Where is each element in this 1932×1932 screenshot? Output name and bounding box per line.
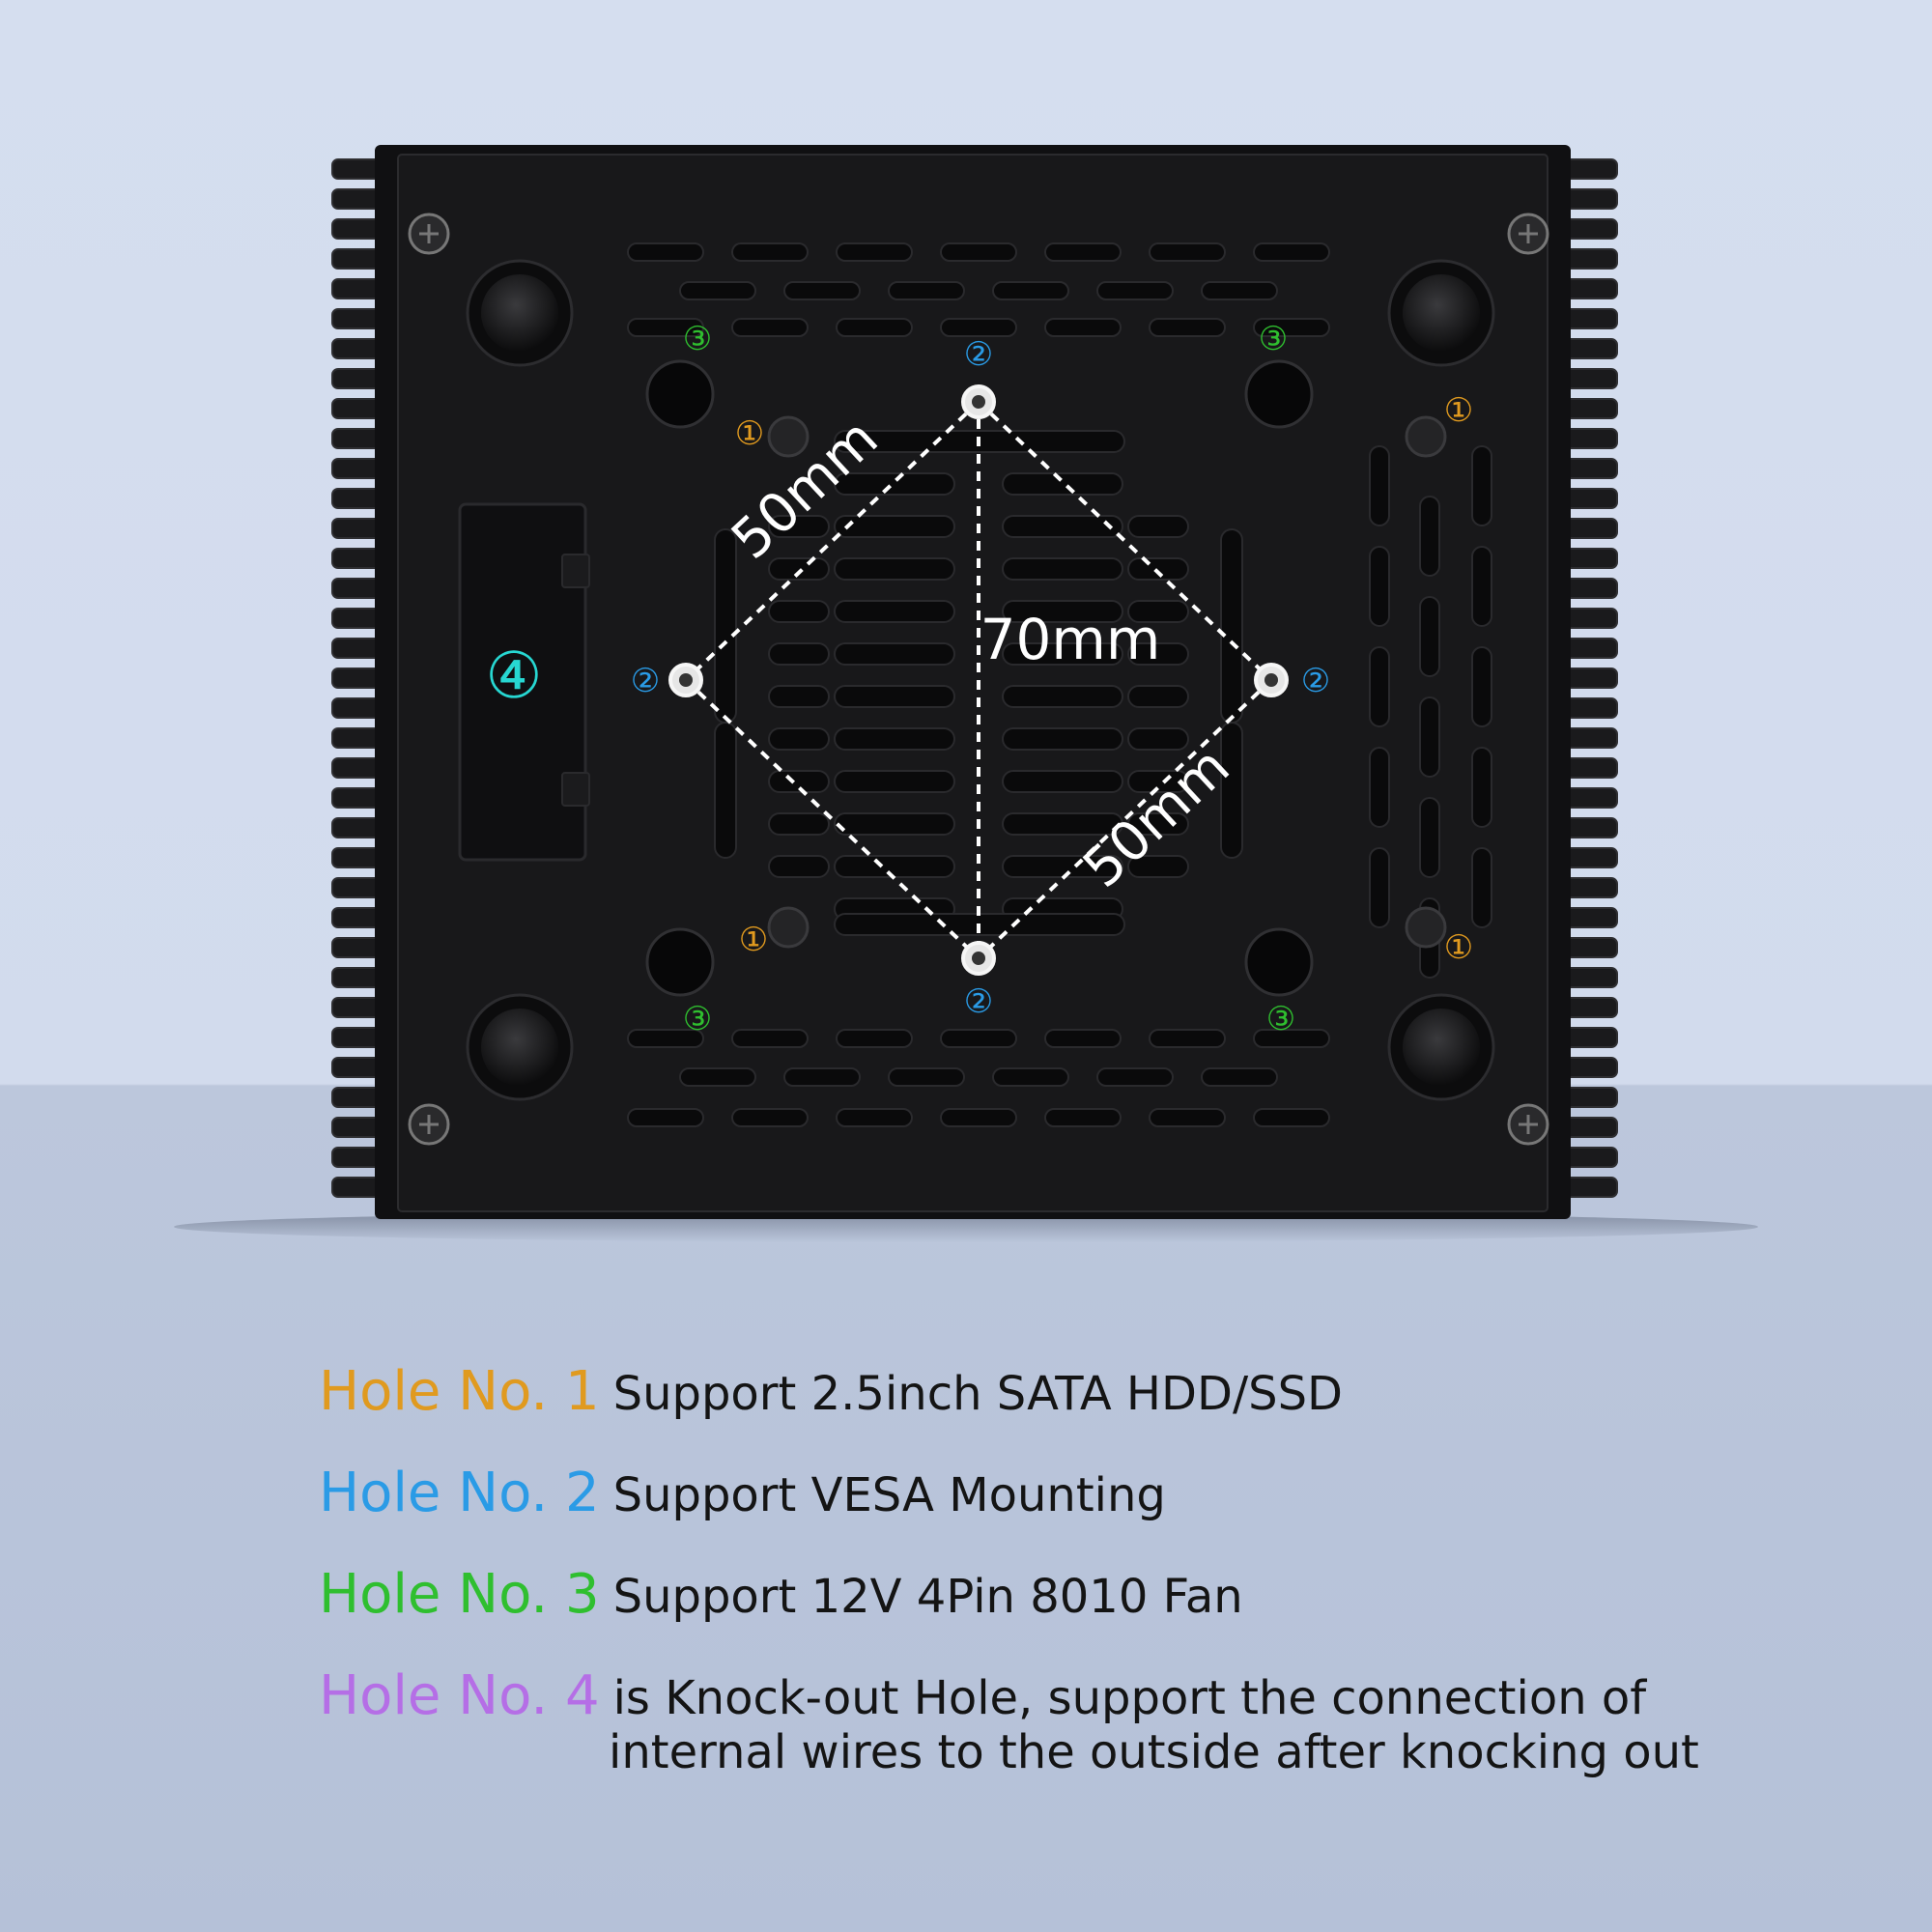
legend-hole-label: Hole No. 1: [319, 1360, 600, 1423]
hdd-holes: [767, 415, 1447, 949]
marker-hole1: ①: [1444, 928, 1473, 967]
legend-row-4-continued: internal wires to the outside after knoc…: [609, 1725, 1699, 1779]
heatsink-fins-right: [1564, 158, 1618, 1198]
marker-hole2: ②: [1301, 662, 1330, 700]
corner-screws: [408, 213, 1549, 1146]
legend-hole-label: Hole No. 3: [319, 1563, 600, 1626]
fan-holes: [645, 359, 1314, 997]
vesa-holes: [668, 384, 1289, 976]
marker-hole2: ②: [964, 982, 993, 1021]
marker-hole2: ②: [964, 335, 993, 374]
legend-description: Support 12V 4Pin 8010 Fan: [612, 1570, 1243, 1624]
vent-slots: [627, 242, 1492, 1127]
marker-hole3: ③: [683, 320, 712, 358]
legend-description: Support 2.5inch SATA HDD/SSD: [612, 1367, 1344, 1421]
marker-hole4: ④: [485, 639, 542, 713]
rubber-feet: [466, 259, 1495, 1101]
dimension-70mm: 70mm: [980, 607, 1161, 672]
hole-markers: ③ ③ ③ ③ ② ② ② ② ① ① ① ① ④: [485, 320, 1473, 1038]
marker-hole3: ③: [1266, 1000, 1295, 1038]
marker-hole1: ①: [735, 414, 764, 453]
vesa-dimension-lines: [684, 400, 1273, 960]
legend-hole-label: Hole No. 2: [319, 1462, 600, 1524]
marker-hole3: ③: [683, 1000, 712, 1038]
legend-description: Support VESA Mounting: [612, 1468, 1166, 1522]
legend-description: is Knock-out Hole, support the connectio…: [612, 1671, 1647, 1725]
marker-hole2: ②: [631, 662, 660, 700]
marker-hole1: ①: [1444, 391, 1473, 430]
marker-hole1: ①: [739, 921, 768, 959]
marker-hole3: ③: [1259, 320, 1288, 358]
knockout-panel: [458, 502, 590, 862]
heatsink-fins-left: [331, 158, 382, 1198]
legend-hole-label: Hole No. 4: [319, 1664, 600, 1727]
